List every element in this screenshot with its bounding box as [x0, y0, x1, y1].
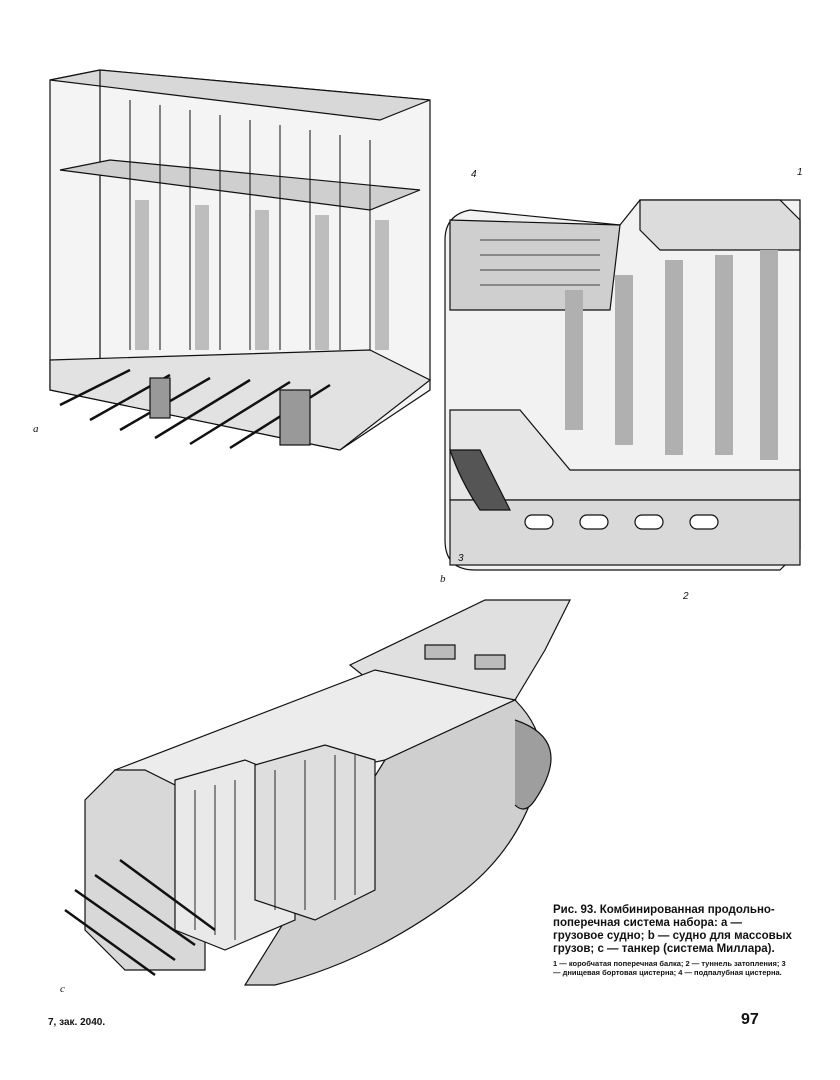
figure-caption: Рис. 93. Комбинированная продольно-попер… — [553, 904, 793, 977]
label-c: c — [60, 983, 65, 995]
footer-print-order: 7, зак. 2040. — [48, 1017, 106, 1028]
caption-legend: 1 — коробчатая поперечная балка; 2 — тун… — [553, 959, 786, 977]
figure-c-tanker-cutaway — [64, 599, 571, 986]
figure-b-bulk-carrier-section — [444, 199, 801, 571]
callout-3: 3 — [458, 553, 464, 564]
figure-a-cargo-ship-section — [49, 69, 432, 451]
caption-title: Рис. 93. Комбинированная продольно-попер… — [553, 904, 792, 955]
callout-2: 2 — [683, 591, 689, 602]
page-number: 97 — [741, 1011, 759, 1028]
label-a: a — [33, 423, 39, 435]
callout-1: 1 — [797, 167, 803, 178]
callout-4: 4 — [471, 169, 477, 180]
label-b: b — [440, 573, 446, 585]
